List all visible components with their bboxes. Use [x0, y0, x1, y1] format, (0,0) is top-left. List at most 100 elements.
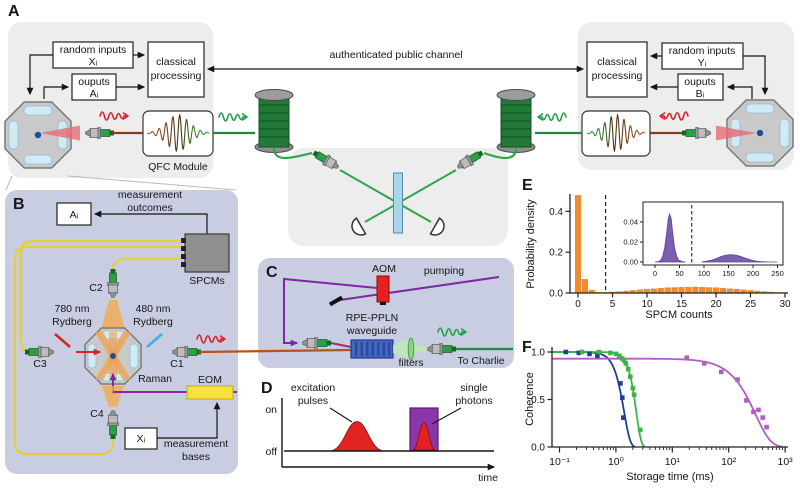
- x-tick-label: 25: [745, 299, 757, 310]
- aom-label: AOM: [372, 263, 396, 275]
- hist-bar: [692, 286, 699, 293]
- zoom-indicator-line: [5, 175, 13, 191]
- inset-x-tick-label: 0: [653, 269, 657, 278]
- y-tick-label: 1.0: [531, 348, 545, 359]
- bob-random-inputs-var: Yᵢ: [698, 57, 707, 69]
- inset-distribution: [654, 212, 686, 263]
- alice-classical-label-2: processing: [151, 70, 202, 82]
- excitation-label-1: excitation: [291, 382, 336, 394]
- f-x-axis-title: Storage time (ms): [626, 471, 713, 483]
- viewport-window: [745, 103, 775, 114]
- spcm-port: [181, 262, 186, 267]
- atom: [34, 131, 42, 139]
- eom-box: [186, 385, 234, 400]
- data-point: [751, 409, 756, 415]
- off-label: off: [266, 446, 278, 458]
- f-axes: [551, 347, 788, 448]
- x-tick-label: 10¹: [665, 456, 681, 468]
- pumping-label: pumping: [424, 265, 464, 277]
- filters-label: filters: [398, 357, 423, 369]
- photon-collection-beam: [716, 125, 756, 141]
- data-point: [617, 353, 622, 359]
- viewport-window: [745, 152, 775, 163]
- hist-bar: [664, 287, 671, 293]
- hist-bar: [657, 287, 664, 293]
- rydberg-480-label-2: Rydberg: [133, 316, 173, 328]
- hist-bar: [678, 286, 685, 293]
- fiber-to-c3: [19, 239, 185, 353]
- data-point: [563, 349, 569, 355]
- x-tick-label: 10³: [778, 456, 794, 468]
- excitation-pulse-shape: [329, 421, 385, 452]
- x-var-label: Xᵢ: [137, 433, 146, 445]
- time-label: time: [478, 472, 498, 484]
- zoom-indicator-line: [67, 175, 237, 191]
- spcm-box: [184, 233, 230, 273]
- bob-atom-trap: [716, 99, 794, 167]
- panel-f-label: F: [522, 339, 532, 356]
- hist-bar: [623, 290, 630, 293]
- converted-beam: [393, 339, 408, 359]
- bob-outputs-label: ouputs: [684, 76, 716, 88]
- data-point: [630, 385, 636, 391]
- data-point: [621, 358, 627, 363]
- inset-y-tick-label: 0.02: [623, 238, 638, 247]
- data-point: [618, 381, 623, 386]
- hist-bar: [588, 289, 595, 293]
- inset-x-tick-label: 250: [771, 269, 784, 278]
- x-tick-label: 10⁰: [608, 456, 624, 468]
- data-point: [625, 366, 631, 372]
- beam-780nm: [54, 333, 71, 348]
- wavepacket-trace: [146, 113, 210, 153]
- viewport-window: [8, 120, 19, 150]
- hist-bar: [685, 286, 692, 293]
- panel-b-label: B: [13, 196, 25, 213]
- fiber-to-charlie-left: [272, 147, 313, 160]
- hist-bar: [637, 289, 644, 293]
- arrow-trap-to-outputs: [43, 83, 70, 99]
- a-var-box: [56, 202, 92, 226]
- alice-random-inputs-label: random inputs: [60, 44, 127, 56]
- aom-crystal: [376, 275, 390, 303]
- green-photon-icon: [537, 112, 567, 122]
- y-tick-label: 0.4: [549, 207, 563, 218]
- filter-element: [407, 337, 415, 361]
- decay-curve-clock-qubit: [552, 351, 646, 448]
- alice-outputs-label: ouputs: [78, 76, 110, 88]
- measurement-outcomes-label-2: outcomes: [127, 202, 173, 214]
- y-tick-label: 0.0: [531, 443, 545, 454]
- data-point: [628, 374, 633, 379]
- beam-480nm: [146, 333, 163, 348]
- data-point: [623, 361, 629, 366]
- single-photons-label-2: photons: [455, 395, 492, 407]
- data-point: [620, 395, 625, 400]
- hist-bar: [719, 287, 726, 293]
- hist-bar: [616, 291, 623, 293]
- coupler-c4: [107, 410, 119, 440]
- inset-y-tick-label: 0.04: [623, 218, 638, 227]
- inset-y-tick-label: 0.00: [623, 258, 638, 267]
- data-point: [702, 361, 707, 366]
- arrow-trap-to-outputs-bob: [726, 83, 753, 99]
- hist-bar: [643, 288, 651, 293]
- combined-pump-fiber: [330, 342, 352, 348]
- fiber-spool-right: [496, 88, 536, 154]
- x-tick-label: 5: [610, 299, 616, 310]
- data-point: [621, 415, 626, 420]
- pump-beam-first-order: [283, 277, 378, 347]
- panel-d: D excitation pulses single photons on of…: [261, 380, 498, 484]
- photon-collection-beam: [40, 125, 80, 141]
- data-point: [579, 349, 585, 355]
- pointer-line: [329, 407, 353, 423]
- x-tick-label: 15: [676, 299, 688, 310]
- dipole-trap-beam: [100, 300, 126, 333]
- fiber-to-charlie-right: [483, 147, 518, 160]
- waveguide-poling-stripe: [371, 342, 374, 356]
- qfc-module-label: QFC Module: [148, 161, 208, 173]
- aom-mount: [380, 302, 386, 305]
- fiber-to-c2: [111, 257, 185, 270]
- y-tick-label: 0.2: [549, 248, 563, 259]
- spcm-port: [181, 238, 186, 243]
